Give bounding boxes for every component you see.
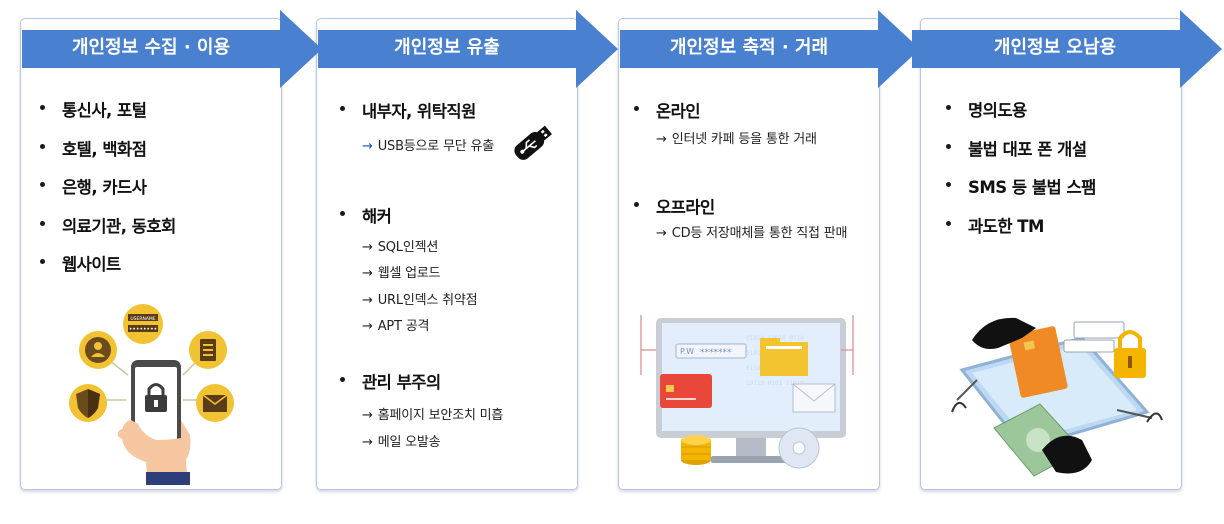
gloved-hand-icon (972, 317, 1036, 349)
stage-arrow-1 (22, 10, 322, 88)
list-item: 명의도용 (946, 97, 1096, 136)
email-icon (792, 383, 836, 413)
gloved-hand-icon-lower (1042, 435, 1092, 474)
trade-sub-item: → CD등 저장매체를 통한 직접 판매 (656, 225, 861, 242)
panel-leak (316, 18, 578, 490)
trade-section-title-online: 온라인 (633, 98, 701, 122)
arrow-icon: → (362, 139, 373, 154)
hand-icon (117, 420, 191, 485)
leak-sub-text: 웹셀 업로드 (377, 266, 441, 281)
list-item: 호텔, 백화점 (40, 136, 176, 175)
leak-sub-text: APT 공격 (377, 319, 430, 334)
arrow-icon: → (362, 293, 373, 308)
leak-sub-text: URL인덱스 취약점 (377, 293, 478, 308)
trade-sub-text: CD등 저장매체를 통한 직접 판매 (671, 226, 848, 241)
arrow-icon: → (656, 132, 667, 147)
shield-icon (69, 384, 107, 422)
coin-stack-icon (681, 435, 711, 465)
collect-list: 통신사, 포털 호텔, 백화점 은행, 카드사 의료기관, 동호회 웹사이트 (40, 97, 176, 290)
arrow-icon: → (362, 240, 373, 255)
smartphone-icon (131, 360, 181, 450)
stage-title-leak: 개인정보 유출 (394, 37, 500, 58)
stage-arrow-2 (318, 10, 618, 88)
folder-icon (760, 338, 808, 376)
arrow-icon: → (656, 226, 667, 241)
list-item: 과도한 TM (946, 213, 1096, 252)
leak-sub-item: → URL인덱스 취약점 (362, 289, 478, 308)
list-item: 의료기관, 동호회 (40, 213, 176, 252)
leak-section-title-negligence: 관리 부주의 (340, 369, 441, 393)
stage-title-misuse: 개인정보 오남용 (993, 37, 1117, 58)
leak-sub-text: 메일 오발송 (377, 435, 441, 450)
phone-fraud-illustration (951, 317, 1163, 477)
credit-card-icon (1008, 326, 1068, 398)
trade-section-title-offline: 오프라인 (634, 194, 715, 218)
user-icon (79, 331, 117, 369)
leak-sub-item: → 메일 오발송 (362, 431, 441, 450)
cd-disc-icon (778, 427, 820, 469)
list-item: SMS 등 불법 스팸 (946, 174, 1096, 213)
document-icon (189, 331, 227, 369)
usb-drive-icon (514, 125, 552, 160)
svg-text:10110 0101 11010: 10110 0101 11010 (746, 380, 804, 387)
trade-sub-item: → 인터넷 카페 등을 통한 거래 (656, 128, 817, 147)
stage-title-collect: 개인정보 수집 · 이용 (71, 37, 231, 58)
stage-arrow-3 (620, 10, 920, 88)
phone-security-illustration: USERNAME •••••••• (69, 304, 234, 485)
list-item: 통신사, 포털 (40, 97, 176, 136)
misuse-list: 명의도용 불법 대포 폰 개설 SMS 등 불법 스팸 과도한 TM (946, 97, 1096, 252)
leak-section-title-insider: 내부자, 위탁직원 (340, 98, 476, 122)
stage-title-trade: 개인정보 축적 · 거래 (669, 37, 829, 58)
list-item: 불법 대포 폰 개설 (946, 136, 1096, 175)
list-item: 은행, 카드사 (40, 174, 176, 213)
leak-sub-text: SQL인젝션 (377, 240, 439, 255)
list-item: 웹사이트 (40, 251, 176, 290)
pw-mask: ******* (700, 348, 732, 358)
leak-sub-item: → SQL인젝션 (362, 236, 438, 255)
padlock-icon (1114, 330, 1146, 378)
username-label: USERNAME (130, 316, 155, 322)
leak-sub-text: USB등으로 무단 유출 (377, 139, 494, 154)
leak-sub-item: → 홈페이지 보안조치 미흡 (362, 404, 503, 423)
credentials-icon: USERNAME •••••••• (123, 304, 163, 344)
arrow-icon: → (362, 435, 373, 450)
trade-sub-text: 인터넷 카페 등을 통한 거래 (671, 132, 817, 147)
leak-section-title-hacker: 해커 (339, 203, 392, 227)
pw-label: P.W (680, 347, 694, 356)
credit-card-icon (660, 374, 712, 408)
stage-arrow-4 (912, 10, 1222, 88)
leak-sub-item: → 웹셀 업로드 (362, 262, 441, 281)
arrow-icon: → (362, 408, 373, 423)
leak-sub-item: → USB등으로 무단 유출 (362, 135, 494, 154)
password-mask: •••••••• (129, 326, 157, 333)
leak-sub-item: → APT 공격 (362, 315, 429, 334)
arrow-icon: → (362, 266, 373, 281)
leak-sub-text: 홈페이지 보안조치 미흡 (377, 408, 504, 423)
mail-lock-icon (196, 384, 234, 422)
login-box-icon (1063, 321, 1125, 353)
arrow-icon: → (362, 319, 373, 334)
